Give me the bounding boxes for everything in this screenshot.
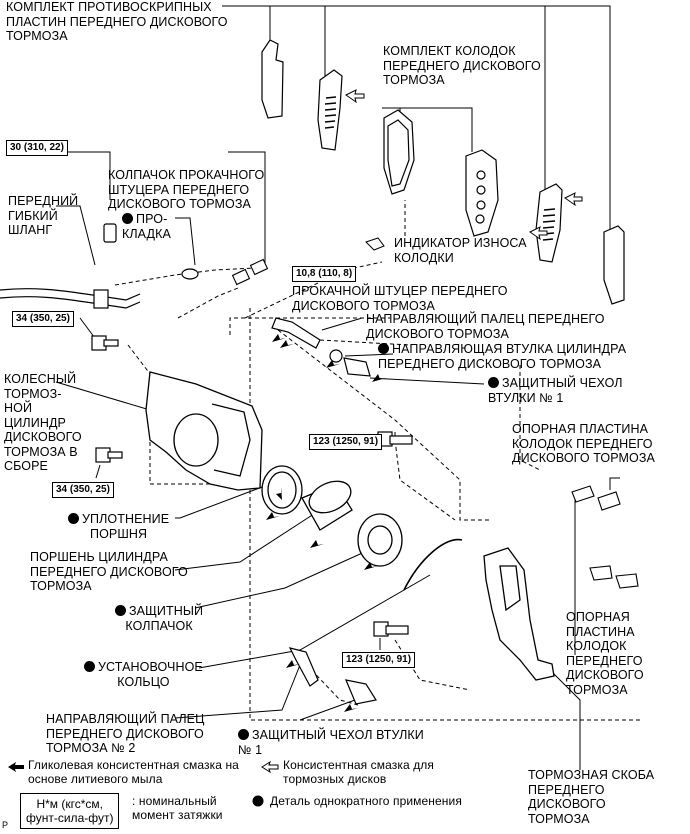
torque-box-123-lower: 123 (1250, 91): [342, 652, 416, 668]
mounting-label: ТОРМОЗНАЯ СКОБА ПЕРЕДНЕГО ДИСКОВОГО ТОРМ…: [528, 768, 655, 826]
bushing-boot-1-label: ЗАЩИТНЫЙ ЧЕХОЛ ВТУЛКИ № 1: [488, 376, 623, 405]
non-reusable-icon: [68, 513, 79, 524]
torque-box-34-upper: 34 (350, 25): [12, 311, 74, 327]
non-reusable-icon: [122, 213, 133, 224]
non-reusable-icon: [378, 343, 389, 354]
legend-torque-box: Н*м (кгс*см, фунт-сила-фут): [20, 793, 120, 829]
legend-disc-grease: Консистентная смазка для тормозных диско…: [283, 758, 434, 786]
support-plate-top-label: ОПОРНАЯ ПЛАСТИНА КОЛОДОК ПЕРЕДНЕГО ДИСКО…: [512, 422, 655, 465]
slide-pin-2-label: НАПРАВЛЯЮЩИЙ ПАЛЕЦ ПЕРЕДНЕГО ДИСКОВОГО Т…: [46, 712, 205, 755]
torque-box-123-upper: 123 (1250, 91): [309, 434, 383, 450]
bushing-boot-1b-label: ЗАЩИТНЫЙ ЧЕХОЛ ВТУЛКИ № 1: [238, 728, 424, 757]
set-ring-label: УСТАНОВОЧНОЕ КОЛЬЦО: [84, 660, 203, 689]
support-plate-bottom-label: ОПОРНАЯ ПЛАСТИНА КОЛОДОК ПЕРЕДНЕГО ДИСКО…: [566, 610, 644, 697]
non-reusable-icon: [84, 661, 95, 672]
torque-box-30: 30 (310, 22): [6, 140, 68, 156]
legend-torque-desc: : номинальный момент затяжки: [132, 794, 223, 822]
cylinder-assy-label: КОЛЕСНЫЙ ТОРМОЗ- НОЙ ЦИЛИНДР ДИСКОВОГО Т…: [4, 372, 82, 473]
piston-label: ПОРШЕНЬ ЦИЛИНДРА ПЕРЕДНЕГО ДИСКОВОГО ТОР…: [30, 550, 188, 593]
torque-box-34-lower: 34 (350, 25): [52, 482, 114, 498]
legend-lithium-grease: Гликолевая консистентная смазка на основ…: [28, 758, 239, 786]
anti-squeal-kit-label: КОМПЛЕКТ ПРОТИВОСКРИПНЫХ ПЛАСТИН ПЕРЕДНЕ…: [6, 0, 228, 43]
flex-hose-label: ПЕРЕДНИЙ ГИБКИЙ ШЛАНГ: [8, 194, 79, 237]
pad-kit-label: КОМПЛЕКТ КОЛОДОК ПЕРЕДНЕГО ДИСКОВОГО ТОР…: [383, 44, 541, 87]
boot-label: ЗАЩИТНЫЙ КОЛПАЧОК: [115, 604, 203, 633]
non-reusable-icon: [238, 729, 249, 740]
piston-seal-label: УПЛОТНЕНИЕ ПОРШНЯ: [68, 512, 169, 541]
bleeder-plug-label: ПРОКАЧНОЙ ШТУЦЕР ПЕРЕДНЕГО ДИСКОВОГО ТОР…: [292, 284, 508, 313]
non-reusable-icon: [488, 377, 499, 388]
corner-mark: P: [2, 820, 9, 830]
legend-non-reusable: Деталь однократного применения: [270, 794, 462, 808]
slide-pin-label: НАПРАВЛЯЮЩИЙ ПАЛЕЦ ПЕРЕДНЕГО ДИСКОВОГО Т…: [366, 312, 605, 341]
non-reusable-icon: [115, 605, 126, 616]
slide-bushing-label: НАПРАВЛЯЮЩАЯ ВТУЛКА ЦИЛИНДРА ПЕРЕДНЕГО Д…: [378, 342, 627, 371]
torque-box-10-8: 10,8 (110, 8): [292, 266, 357, 282]
gasket-label: ПРО- КЛАДКА: [122, 212, 171, 241]
bleeder-cap-label: КОЛПАЧОК ПРОКАЧНОГО ШТУЦЕРА ПЕРЕДНЕГО ДИ…: [108, 168, 265, 211]
wear-indicator-label: ИНДИКАТОР ИЗНОСА КОЛОДКИ: [394, 236, 527, 265]
